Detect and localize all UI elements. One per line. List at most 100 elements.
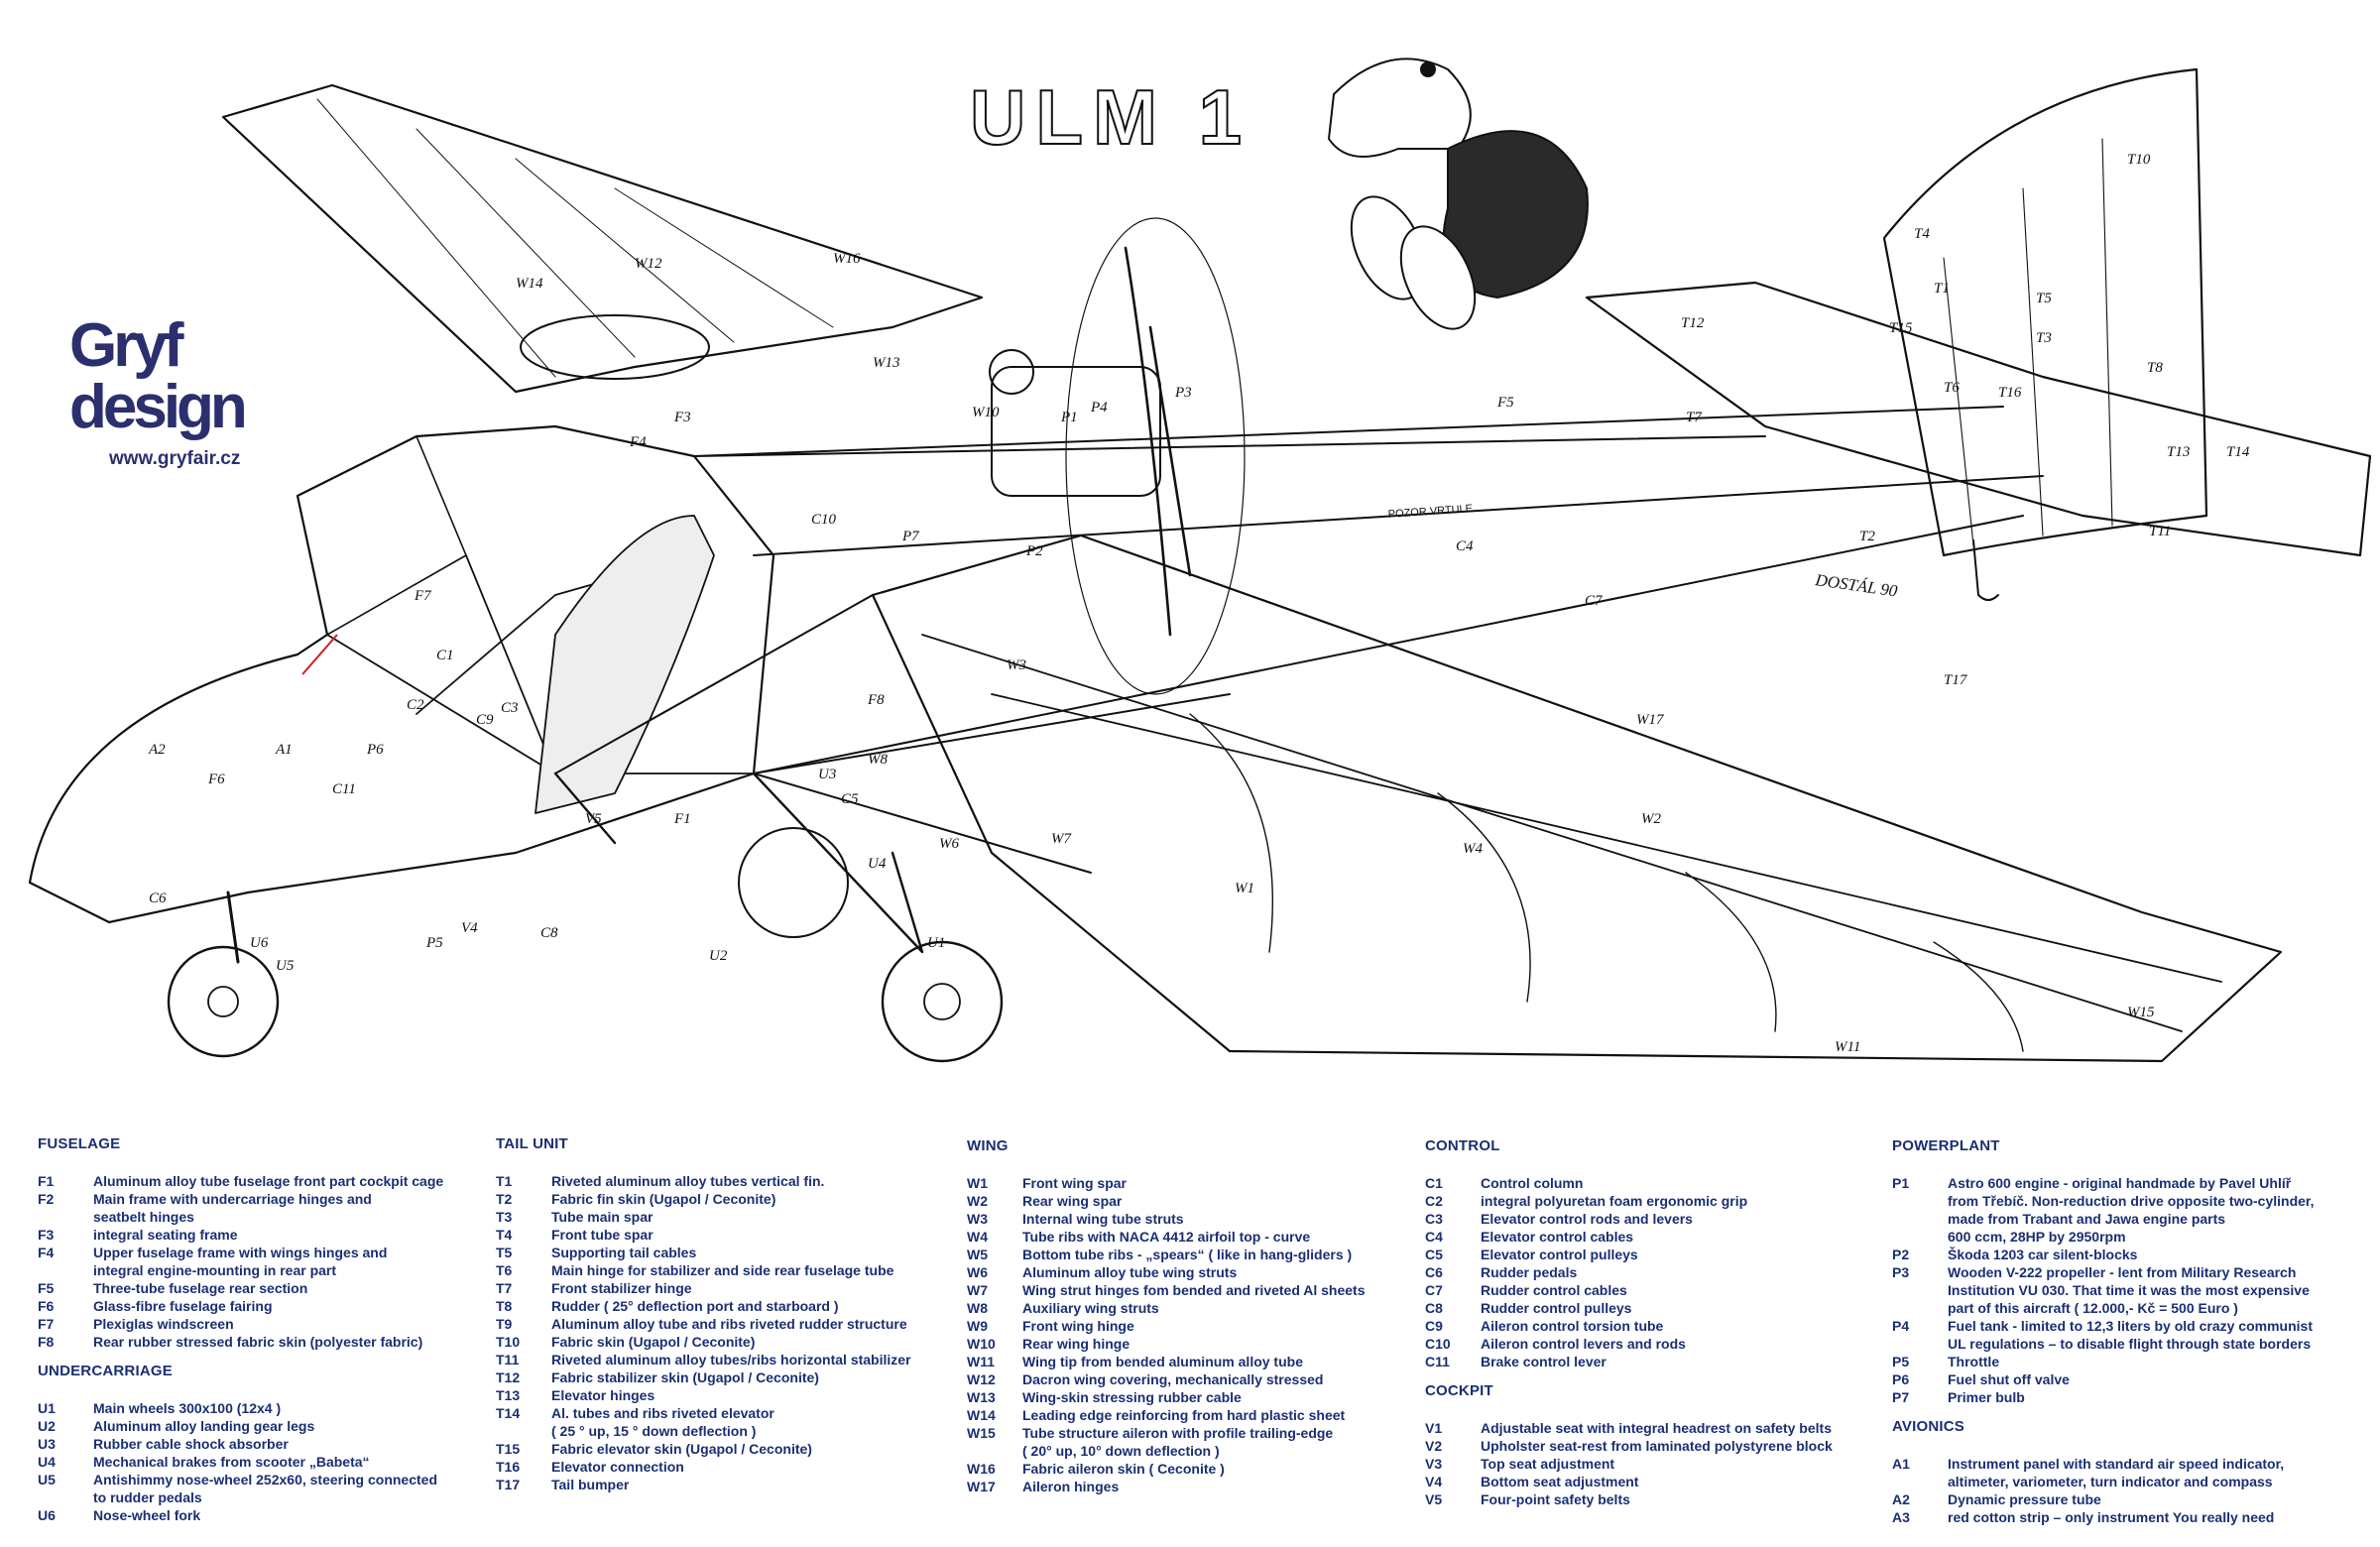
drawing-label-w13: W13 <box>873 355 900 371</box>
drawing-label-p1: P1 <box>1060 410 1078 425</box>
legend-item-code: W4 <box>967 1229 988 1245</box>
legend-item-t8: T8 Rudder ( 25° deflection port and starb… <box>496 1297 952 1315</box>
lower-wing-spars <box>921 634 2222 1032</box>
legend-item-text: Tail bumper <box>551 1477 630 1492</box>
drawing-label-t14: T14 <box>2226 444 2250 460</box>
legend-item-code: P4 <box>1892 1318 1910 1334</box>
legend-item-code: F1 <box>38 1173 55 1189</box>
legend-heading: TAIL UNIT <box>496 1135 568 1152</box>
drawing-label-c10: C10 <box>811 512 837 528</box>
legend-item-code: F7 <box>38 1316 55 1332</box>
drawing-label-c8: C8 <box>540 925 558 941</box>
nose-gear-fork <box>226 891 240 964</box>
legend-item-text: Wing strut hinges fom bended and riveted… <box>1022 1282 1366 1298</box>
legend-item-code: V5 <box>1425 1491 1443 1507</box>
legend-item-text: Rudder control pulleys <box>1481 1300 1632 1316</box>
legend-item-code: F5 <box>38 1280 55 1296</box>
legend-heading: WING <box>967 1137 1009 1154</box>
legend-item-text: Bottom tube ribs - „spears“ ( like in ha… <box>1022 1247 1353 1262</box>
drawing-label-c3: C3 <box>501 700 519 716</box>
upper-wing-outline <box>221 83 984 394</box>
legend-item-text: Rudder pedals <box>1481 1264 1578 1280</box>
brand-url-link[interactable]: www.gryfair.cz <box>109 448 241 469</box>
legend-item-code: V1 <box>1425 1420 1443 1436</box>
legend-item-text: Fabric aileron skin ( Ceconite ) <box>1022 1461 1225 1477</box>
legend-item-text: Aluminum alloy tube fuselage front part … <box>93 1173 444 1189</box>
elevator <box>2042 376 2371 556</box>
seat <box>535 515 715 814</box>
drawing-label-v4: V4 <box>461 920 478 936</box>
legend-item-text: Main wheels 300x100 (12x4 ) <box>93 1400 282 1416</box>
drawing-label-w14: W14 <box>516 276 543 292</box>
legend-item-code: T10 <box>496 1334 521 1350</box>
legend-item-code: T8 <box>496 1298 513 1314</box>
legend-item-code: F6 <box>38 1298 55 1314</box>
legend-item-code: F8 <box>38 1334 55 1350</box>
drawing-label-f6: F6 <box>207 772 225 787</box>
drawing-label-w7: W7 <box>1051 831 1072 847</box>
stencil-text: POZOR VRTULE <box>1387 503 1473 521</box>
legend-item-text: Fabric skin (Ugapol / Ceconite) <box>551 1334 756 1350</box>
drawing-label-w8: W8 <box>868 752 888 768</box>
legend-item-text: Throttle <box>1948 1354 2000 1369</box>
legend-item-code: W13 <box>967 1389 996 1405</box>
drawing-label-c7: C7 <box>1585 593 1604 609</box>
drawing-label-u4: U4 <box>868 856 887 872</box>
cartoon-bird-mascot <box>1327 58 1589 330</box>
legend-item-code: T5 <box>496 1245 513 1260</box>
page-title-text: ULM 1 <box>970 79 1251 159</box>
vertical-fin <box>1882 67 2208 557</box>
propeller-arc <box>1065 217 1246 695</box>
legend-item-text: Rubber cable shock absorber <box>93 1436 289 1452</box>
legend-item-code: T12 <box>496 1369 521 1385</box>
legend-item-text: Rudder ( 25° deflection port and starboa… <box>551 1298 839 1314</box>
legend-item-text: Four-point safety belts <box>1481 1491 1630 1507</box>
drawing-label-t3: T3 <box>2036 330 2052 346</box>
drawing-signature: DOSTÁL 90 <box>1813 570 1899 601</box>
horizontal-stabilizer <box>1585 281 2372 557</box>
legend-item-text: Rear wing hinge <box>1022 1336 1130 1352</box>
legend-item-text: Upper fuselage frame with wings hinges a… <box>93 1245 388 1278</box>
legend-item-code: F3 <box>38 1227 55 1243</box>
legend-item-text: Rear wing spar <box>1022 1193 1123 1209</box>
legend-item-text: Wooden V-222 propeller - lent from Milit… <box>1948 1264 2310 1316</box>
legend-item-code: V3 <box>1425 1456 1443 1472</box>
drawing-label-f8: F8 <box>867 692 885 708</box>
legend-item-text: Instrument panel with standard air speed… <box>1948 1456 2285 1489</box>
legend-item-text: Aileron hinges <box>1022 1479 1120 1494</box>
legend-item-code: T9 <box>496 1316 513 1332</box>
legend-item-text: Fuel tank - limited to 12,3 liters by ol… <box>1948 1318 2313 1352</box>
drawing-label-p2: P2 <box>1025 543 1043 559</box>
legend-item-text: Mechanical brakes from scooter „Babeta“ <box>93 1454 370 1470</box>
legend-item-text: Brake control lever <box>1481 1354 1606 1369</box>
legend-item-text: Elevator control rods and levers <box>1481 1211 1693 1227</box>
legend-item-text: Front tube spar <box>551 1227 654 1243</box>
drawing-label-t11: T11 <box>2149 524 2171 539</box>
drawing-label-t8: T8 <box>2147 360 2163 376</box>
legend-item-text: Rear rubber stressed fabric skin (polyes… <box>93 1334 423 1350</box>
red-cotton-strip <box>301 634 338 675</box>
